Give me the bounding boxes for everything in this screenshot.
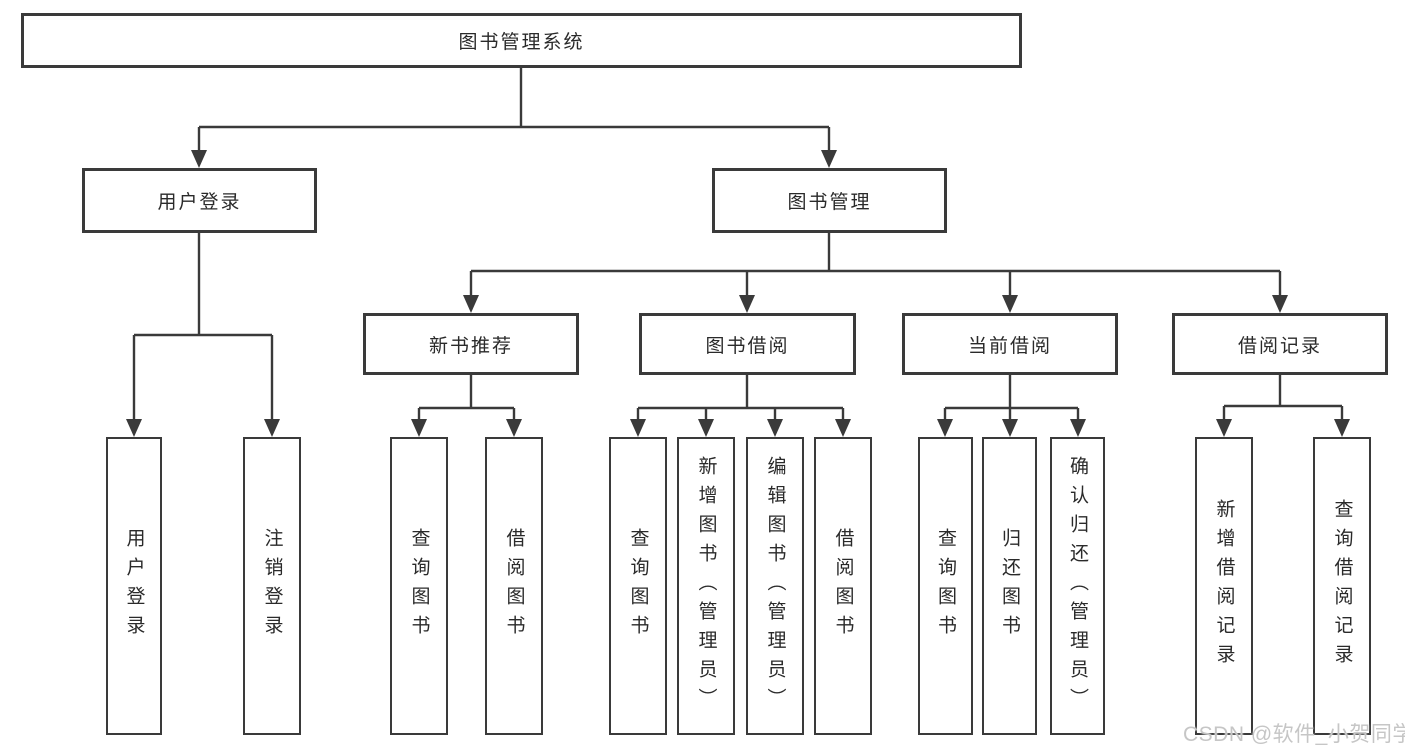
leaf-current-confirm-return-admin: 确认归还（管理员）	[1050, 437, 1105, 735]
leaf-records-query-record: 查询借阅记录	[1313, 437, 1371, 735]
node-book-borrow: 图书借阅	[639, 313, 856, 375]
leaf-current-query-books-label: 查询图书	[935, 528, 956, 644]
connector-borrow-to-leaves	[636, 375, 845, 420]
node-library-system-label: 图书管理系统	[458, 32, 585, 53]
node-new-book-recommend: 新书推荐	[363, 313, 579, 375]
leaf-borrow-borrow-books: 借阅图书	[814, 437, 872, 735]
leaf-recommend-query-books-label: 查询图书	[408, 528, 430, 644]
leaf-recommend-borrow-books: 借阅图书	[485, 437, 543, 735]
node-current-borrow-label: 当前借阅	[967, 335, 1052, 357]
leaf-user-login: 用户登录	[106, 437, 162, 735]
leaf-recommend-query-books: 查询图书	[390, 437, 448, 735]
connector-current-to-leaves	[943, 375, 1080, 420]
node-new-book-recommend-label: 新书推荐	[428, 335, 513, 357]
node-book-management: 图书管理	[712, 168, 947, 233]
node-library-system: 图书管理系统	[21, 13, 1022, 68]
leaf-user-login-label: 用户登录	[123, 528, 145, 644]
arrowheads-records-leaves	[1216, 419, 1350, 437]
leaf-borrow-query-books-label: 查询图书	[627, 528, 649, 644]
arrowheads-user-leaves	[126, 419, 280, 437]
connector-records-to-leaves	[1222, 375, 1344, 420]
node-book-borrow-label: 图书借阅	[705, 335, 790, 357]
node-user-login: 用户登录	[82, 168, 317, 233]
leaf-recommend-borrow-books-label: 借阅图书	[503, 528, 525, 644]
leaf-logout: 注销登录	[243, 437, 301, 735]
node-user-login-label: 用户登录	[157, 192, 242, 213]
leaf-records-add-record-label: 新增借阅记录	[1213, 499, 1235, 673]
arrowheads-current-leaves	[937, 419, 1086, 437]
leaf-logout-label: 注销登录	[261, 528, 283, 644]
leaf-records-query-record-label: 查询借阅记录	[1331, 499, 1353, 673]
arrowheads-level2	[191, 150, 837, 168]
connector-recommend-to-leaves	[417, 375, 516, 420]
node-borrow-records: 借阅记录	[1172, 313, 1388, 375]
connector-book-mgmt-to-level3	[469, 233, 1282, 296]
leaf-borrow-query-books: 查询图书	[609, 437, 667, 735]
leaf-borrow-borrow-books-label: 借阅图书	[832, 528, 854, 644]
leaf-borrow-add-books-admin-label: 新增图书（管理员）	[695, 455, 717, 717]
node-current-borrow: 当前借阅	[902, 313, 1118, 375]
leaf-borrow-add-books-admin: 新增图书（管理员）	[677, 437, 735, 735]
arrowheads-recommend-leaves	[411, 419, 522, 437]
leaf-borrow-edit-books-admin-label: 编辑图书（管理员）	[764, 455, 786, 717]
node-borrow-records-label: 借阅记录	[1237, 335, 1322, 357]
connector-user-login-to-leaves	[132, 232, 274, 420]
node-book-management-label: 图书管理	[787, 192, 872, 213]
arrowheads-level3	[463, 295, 1288, 313]
leaf-current-return-books-label: 归还图书	[999, 528, 1020, 644]
connector-root-to-level2	[197, 68, 831, 151]
leaf-current-return-books: 归还图书	[982, 437, 1037, 735]
leaf-current-confirm-return-admin-label: 确认归还（管理员）	[1067, 455, 1088, 717]
csdn-watermark: CSDN @软件_小贺同学	[1183, 723, 1405, 746]
leaf-current-query-books: 查询图书	[918, 437, 973, 735]
leaf-records-add-record: 新增借阅记录	[1195, 437, 1253, 735]
arrowheads-borrow-leaves	[630, 419, 851, 437]
leaf-borrow-edit-books-admin: 编辑图书（管理员）	[746, 437, 804, 735]
